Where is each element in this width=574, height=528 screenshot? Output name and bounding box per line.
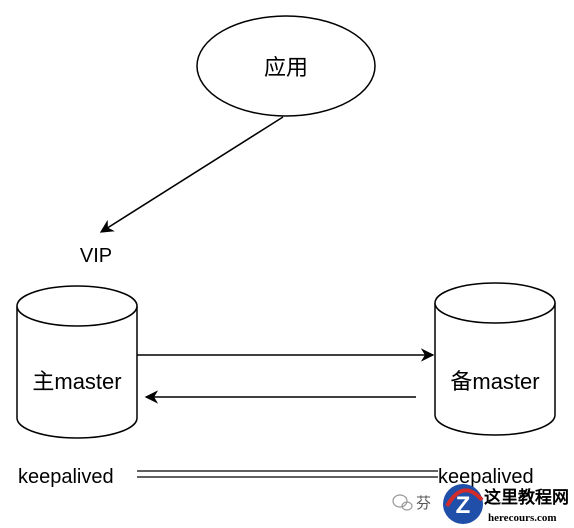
watermark: 芬 Z 这里教程网 herecours.com (392, 484, 569, 524)
vip-label: VIP (80, 245, 112, 267)
app-node: 应用 (196, 15, 376, 117)
backup-db-cylinder: 备master (434, 282, 556, 436)
primary-db-label: 主master (32, 369, 121, 394)
site-url: herecours.com (488, 512, 557, 524)
app-node-label: 应用 (264, 55, 308, 80)
backup-db-label: 备master (450, 369, 539, 394)
keepalived-backup-label: keepalived (438, 466, 534, 488)
site-name: 这里教程网 (484, 487, 569, 507)
keepalived-primary-label: keepalived (18, 466, 114, 488)
primary-db-cylinder: 主master (16, 285, 138, 439)
app-to-vip-arrow (99, 116, 284, 233)
keepalived-heartbeat-link (137, 470, 438, 478)
watermark-partial-text: 芬 (416, 495, 431, 512)
site-logo-icon: Z (443, 484, 484, 524)
logo-letter: Z (456, 492, 471, 519)
wechat-icon (392, 494, 413, 511)
